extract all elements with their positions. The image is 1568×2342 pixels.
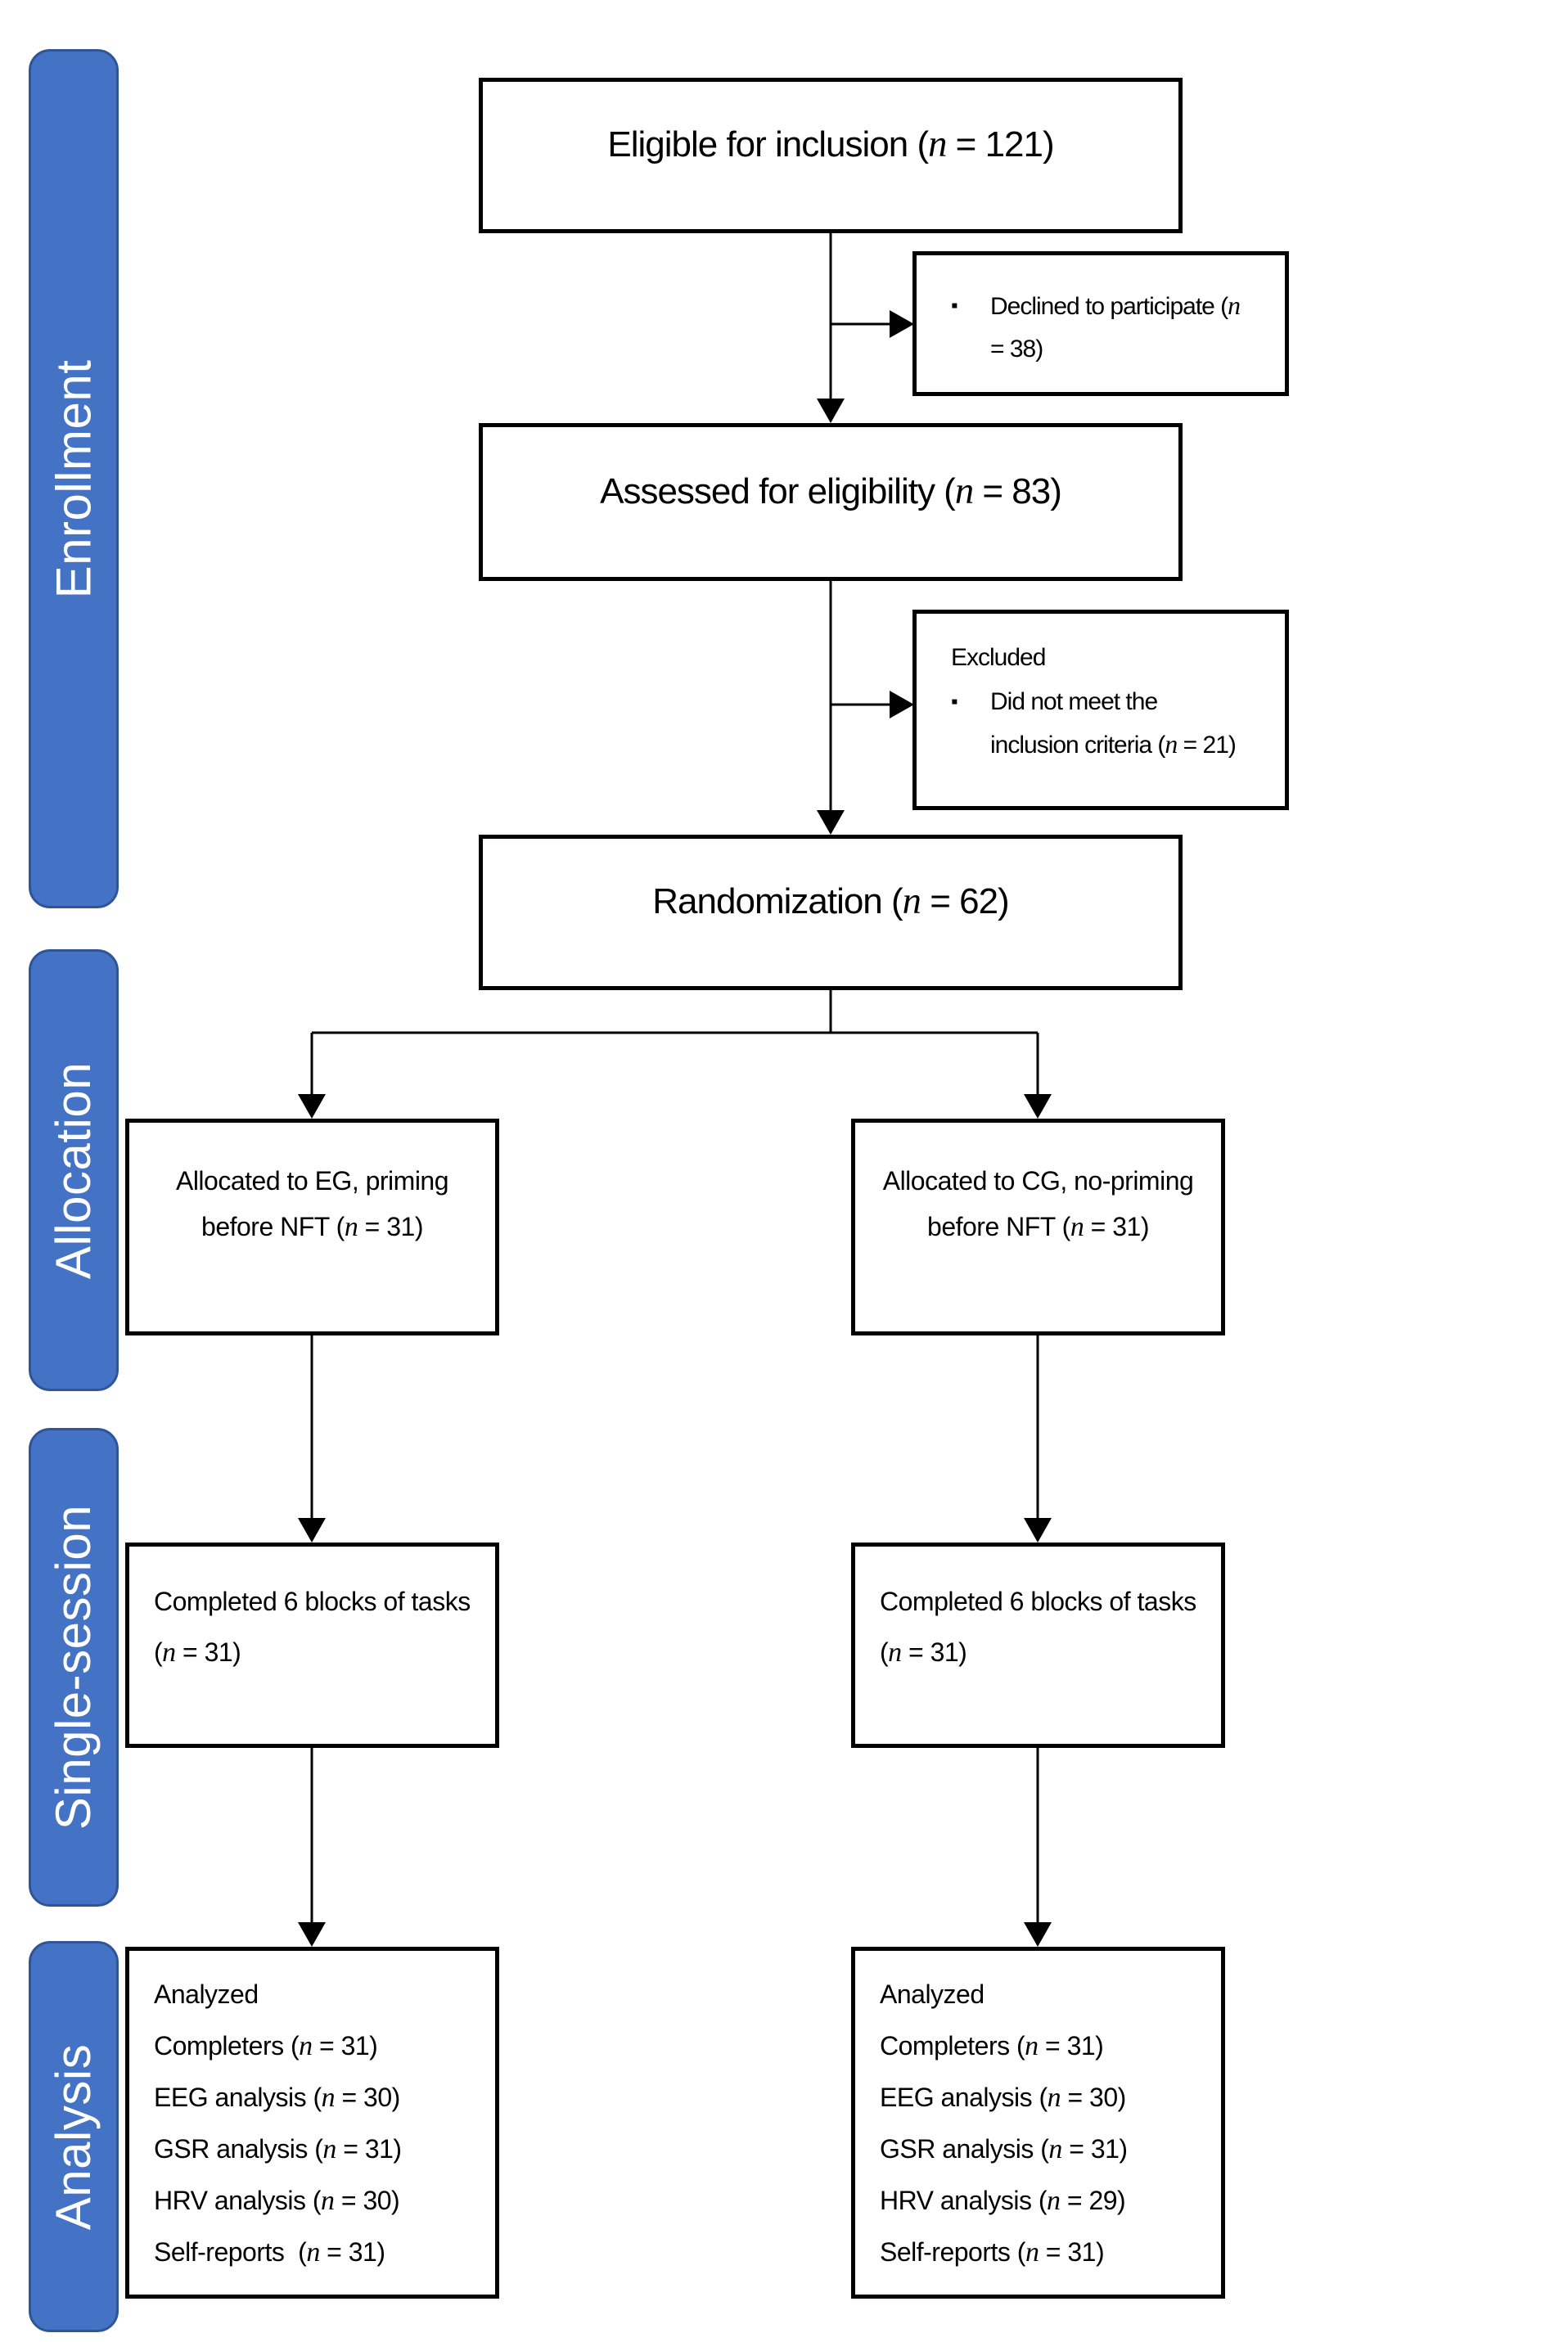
stage-band-single-session: Single-session xyxy=(29,1428,119,1907)
box-completed-tasks-eg: Completed 6 blocks of tasks (n = 31) xyxy=(125,1543,499,1748)
completed-cg-line-1: Completed 6 blocks of tasks xyxy=(880,1587,1196,1616)
connector-randomization-split xyxy=(298,990,1052,1119)
box-assessed-for-eligibility: Assessed for eligibility (n = 83) xyxy=(479,423,1183,581)
box-completed-tasks-cg: Completed 6 blocks of tasks (n = 31) xyxy=(851,1543,1225,1748)
connector-eligible-to-assessed xyxy=(817,233,845,423)
excluded-text: Did not meet the inclusion criteria (n =… xyxy=(990,681,1237,767)
excluded-bullet-row: ▪ Did not meet the inclusion criteria (n… xyxy=(951,681,1275,767)
declined-line-1: Declined to participate (n xyxy=(990,291,1241,320)
declined-bullet-row: ▪ Declined to participate (n = 38) xyxy=(917,255,1285,371)
stage-band-allocation: Allocation xyxy=(29,949,119,1391)
connector-completed-to-analyzed xyxy=(298,1748,1052,1947)
analyzed-cg-line-6: Self-reports (n = 31) xyxy=(880,2237,1105,2268)
stage-label-allocation: Allocation xyxy=(46,1061,101,1279)
declined-text: Declined to participate (n = 38) xyxy=(990,285,1241,371)
box-randomization: Randomization (n = 62) xyxy=(479,835,1183,990)
connector-allocated-to-completed xyxy=(298,1335,1052,1543)
analyzed-eg-line-5: HRV analysis (n = 30) xyxy=(154,2186,400,2216)
eligible-text: Eligible for inclusion (n = 121) xyxy=(607,123,1054,165)
stage-label-analysis: Analysis xyxy=(46,2043,101,2230)
analyzed-eg-line-6: Self-reports (n = 31) xyxy=(154,2237,385,2268)
completed-eg-line-2: (n = 31) xyxy=(154,1637,241,1668)
declined-line-2: = 38) xyxy=(990,336,1043,363)
stage-label-single-session: Single-session xyxy=(46,1504,101,1831)
box-analyzed-cg: Analyzed Completers (n = 31) EEG analysi… xyxy=(851,1947,1225,2299)
allocated-cg-line-1: Allocated to CG, no-priming xyxy=(882,1166,1194,1196)
analyzed-eg-line-4: GSR analysis (n = 31) xyxy=(154,2134,402,2164)
connector-to-declined xyxy=(831,310,914,338)
analyzed-cg-line-2: Completers (n = 31) xyxy=(880,2031,1104,2061)
analyzed-cg-line-3: EEG analysis (n = 30) xyxy=(880,2083,1126,2113)
excluded-line-2: inclusion criteria (n = 21) xyxy=(990,730,1237,759)
bullet-square-icon: ▪ xyxy=(951,295,958,317)
box-allocated-cg: Allocated to CG, no-priming before NFT (… xyxy=(851,1119,1225,1335)
box-eligible-for-inclusion: Eligible for inclusion (n = 121) xyxy=(479,78,1183,233)
completed-cg-line-2: (n = 31) xyxy=(880,1637,967,1668)
completed-eg-line-1: Completed 6 blocks of tasks xyxy=(154,1587,471,1616)
bullet-square-icon: ▪ xyxy=(951,691,958,713)
randomization-text: Randomization (n = 62) xyxy=(652,880,1009,922)
stage-band-enrollment: Enrollment xyxy=(29,49,119,908)
allocated-cg-line-2: before NFT (n = 31) xyxy=(927,1212,1149,1242)
connector-assessed-to-randomization xyxy=(817,581,845,835)
analyzed-eg-line-2: Completers (n = 31) xyxy=(154,2031,378,2061)
analyzed-eg-line-3: EEG analysis (n = 30) xyxy=(154,2083,400,2113)
excluded-line-1: Did not meet the xyxy=(990,688,1158,715)
analyzed-cg-line-5: HRV analysis (n = 29) xyxy=(880,2186,1126,2216)
box-analyzed-eg: Analyzed Completers (n = 31) EEG analysi… xyxy=(125,1947,499,2299)
connector-to-excluded xyxy=(831,691,914,718)
analyzed-cg-line-4: GSR analysis (n = 31) xyxy=(880,2134,1128,2164)
stage-label-enrollment: Enrollment xyxy=(46,359,101,598)
analyzed-eg-line-1: Analyzed xyxy=(154,1979,259,2009)
excluded-header: Excluded xyxy=(951,644,1046,671)
allocated-eg-line-2: before NFT (n = 31) xyxy=(201,1212,423,1242)
box-allocated-eg: Allocated to EG, priming before NFT (n =… xyxy=(125,1119,499,1335)
box-declined-to-participate: ▪ Declined to participate (n = 38) xyxy=(912,251,1289,396)
allocated-eg-line-1: Allocated to EG, priming xyxy=(175,1166,449,1196)
assessed-text: Assessed for eligibility (n = 83) xyxy=(600,469,1062,512)
stage-band-analysis: Analysis xyxy=(29,1941,119,2332)
box-excluded: Excluded ▪ Did not meet the inclusion cr… xyxy=(912,610,1289,810)
analyzed-cg-line-1: Analyzed xyxy=(880,1979,985,2009)
